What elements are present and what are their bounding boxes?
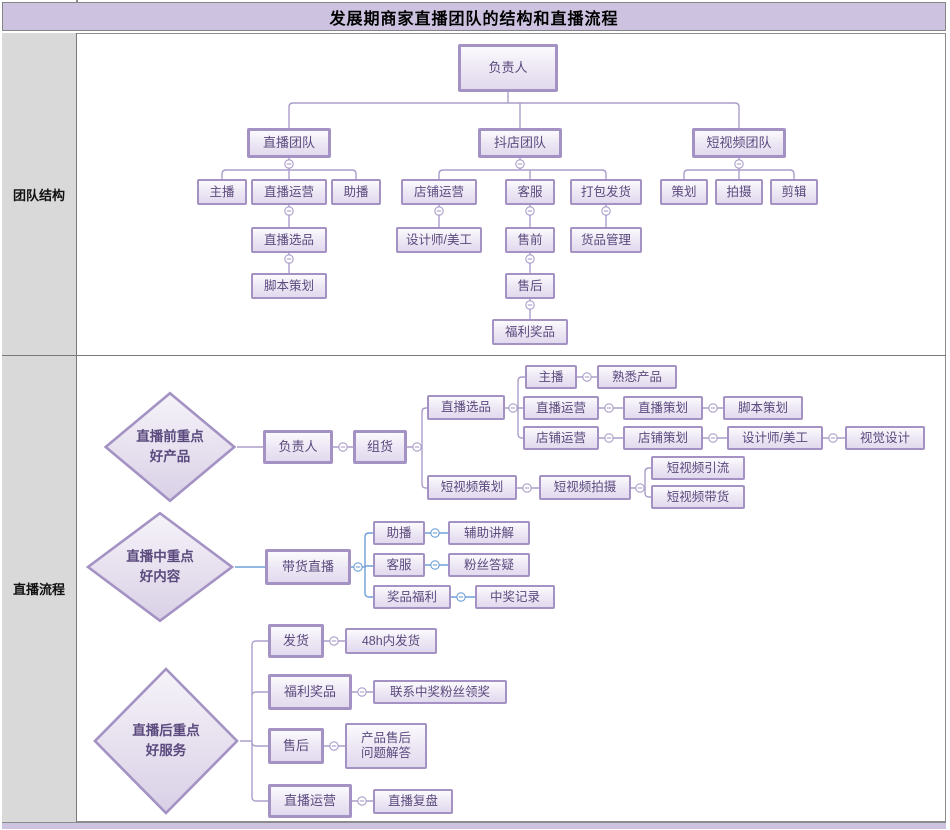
diamond-label: 直播后重点 好服务 — [132, 723, 200, 758]
org-node-live-selection[interactable]: 直播选品 — [251, 227, 327, 253]
org-node-presale[interactable]: 售前 — [505, 227, 555, 253]
flowpre-node-grouping[interactable]: 组货 — [353, 430, 407, 464]
flowpost-node-aftersale-qa[interactable]: 产品售后 问题解答 — [345, 723, 427, 769]
org-node-cs[interactable]: 客服 — [505, 179, 555, 205]
org-node-planning[interactable]: 策划 — [660, 179, 708, 205]
flowpre-node-live-selection[interactable]: 直播选品 — [427, 395, 505, 420]
org-node-aftersale[interactable]: 售后 — [505, 273, 555, 299]
flowmid-node-record[interactable]: 中奖记录 — [475, 585, 555, 609]
flowmid-node-cs[interactable]: 客服 — [373, 553, 425, 577]
column-divider-tick — [76, 0, 78, 3]
flowmid-node-prize[interactable]: 奖品福利 — [373, 585, 451, 609]
flowpre-node-live-ops[interactable]: 直播运营 — [523, 396, 599, 420]
flowpost-node-ship[interactable]: 发货 — [268, 624, 324, 658]
org-node-co-anchor[interactable]: 助播 — [331, 179, 381, 205]
flowpre-node-store-planning[interactable]: 店铺策划 — [623, 426, 703, 450]
org-node-designer[interactable]: 设计师/美工 — [396, 227, 482, 253]
flowpre-node-script[interactable]: 脚本策划 — [723, 396, 803, 420]
flowpost-node-review[interactable]: 直播复盘 — [373, 789, 453, 814]
flowpre-node-sv-planning[interactable]: 短视频策划 — [427, 475, 517, 500]
flowpre-node-familiar[interactable]: 熟悉产品 — [597, 365, 677, 389]
flowpre-node-sv-shooting[interactable]: 短视频拍摄 — [539, 475, 631, 500]
row-label-live-process: 直播流程 — [2, 355, 77, 822]
flowpost-node-ship48[interactable]: 48h内发货 — [345, 628, 437, 654]
diamond-label: 直播中重点 好内容 — [126, 549, 194, 584]
flowpost-node-aftersale[interactable]: 售后 — [268, 728, 324, 764]
diamond-shape — [92, 666, 240, 816]
flowpre-node-store-ops[interactable]: 店铺运营 — [523, 426, 599, 450]
flowpre-node-live-planning[interactable]: 直播策划 — [623, 396, 703, 420]
flowpre-node-visual[interactable]: 视觉设计 — [845, 426, 925, 450]
flowpost-node-welfare[interactable]: 福利奖品 — [268, 674, 352, 710]
flowmid-node-assist[interactable]: 辅助讲解 — [448, 521, 530, 545]
org-node-store-ops[interactable]: 店铺运营 — [401, 179, 477, 205]
flowmid-node-co-anchor[interactable]: 助播 — [373, 521, 425, 545]
org-node-editing[interactable]: 剪辑 — [770, 179, 818, 205]
org-node-live-team[interactable]: 直播团队 — [247, 128, 331, 158]
row-label-team-structure: 团队结构 — [2, 33, 77, 355]
flowpre-node-owner[interactable]: 负责人 — [263, 430, 333, 464]
org-node-script-planning[interactable]: 脚本策划 — [251, 273, 327, 299]
org-node-shooting[interactable]: 拍摄 — [715, 179, 763, 205]
org-node-anchor[interactable]: 主播 — [197, 179, 247, 205]
org-node-owner[interactable]: 负责人 — [458, 44, 558, 92]
flowpost-node-contact[interactable]: 联系中奖粉丝领奖 — [373, 680, 507, 704]
flow-pre-diamond[interactable]: 直播前重点 好产品 — [103, 391, 237, 503]
flowpost-node-live-ops[interactable]: 直播运营 — [268, 784, 352, 818]
org-node-packing[interactable]: 打包发货 — [570, 179, 642, 205]
flow-post-diamond[interactable]: 直播后重点 好服务 — [92, 666, 240, 816]
diamond-label: 直播前重点 好产品 — [136, 429, 204, 464]
org-node-welfare-prize[interactable]: 福利奖品 — [492, 319, 568, 345]
row-divider — [2, 355, 946, 356]
diamond-shape — [103, 391, 237, 503]
flowpre-node-sv-traffic[interactable]: 短视频引流 — [651, 456, 745, 480]
org-node-live-ops[interactable]: 直播运营 — [251, 179, 327, 205]
org-node-video-team[interactable]: 短视频团队 — [692, 128, 786, 158]
page-title: 发展期商家直播团队的结构和直播流程 — [2, 2, 946, 31]
flow-mid-diamond[interactable]: 直播中重点 好内容 — [85, 511, 235, 623]
flowpre-node-designer[interactable]: 设计师/美工 — [727, 426, 823, 450]
flowpre-node-sv-sales[interactable]: 短视频带货 — [651, 485, 745, 509]
footer-strip — [2, 822, 946, 829]
diamond-shape — [85, 511, 235, 623]
flowpre-node-anchor[interactable]: 主播 — [525, 365, 577, 389]
flowmid-node-fan-qa[interactable]: 粉丝答疑 — [448, 553, 530, 577]
org-node-store-team[interactable]: 抖店团队 — [478, 128, 562, 158]
org-node-goods-mgmt[interactable]: 货品管理 — [570, 227, 642, 253]
flowmid-node-sales-live[interactable]: 带货直播 — [265, 549, 351, 585]
